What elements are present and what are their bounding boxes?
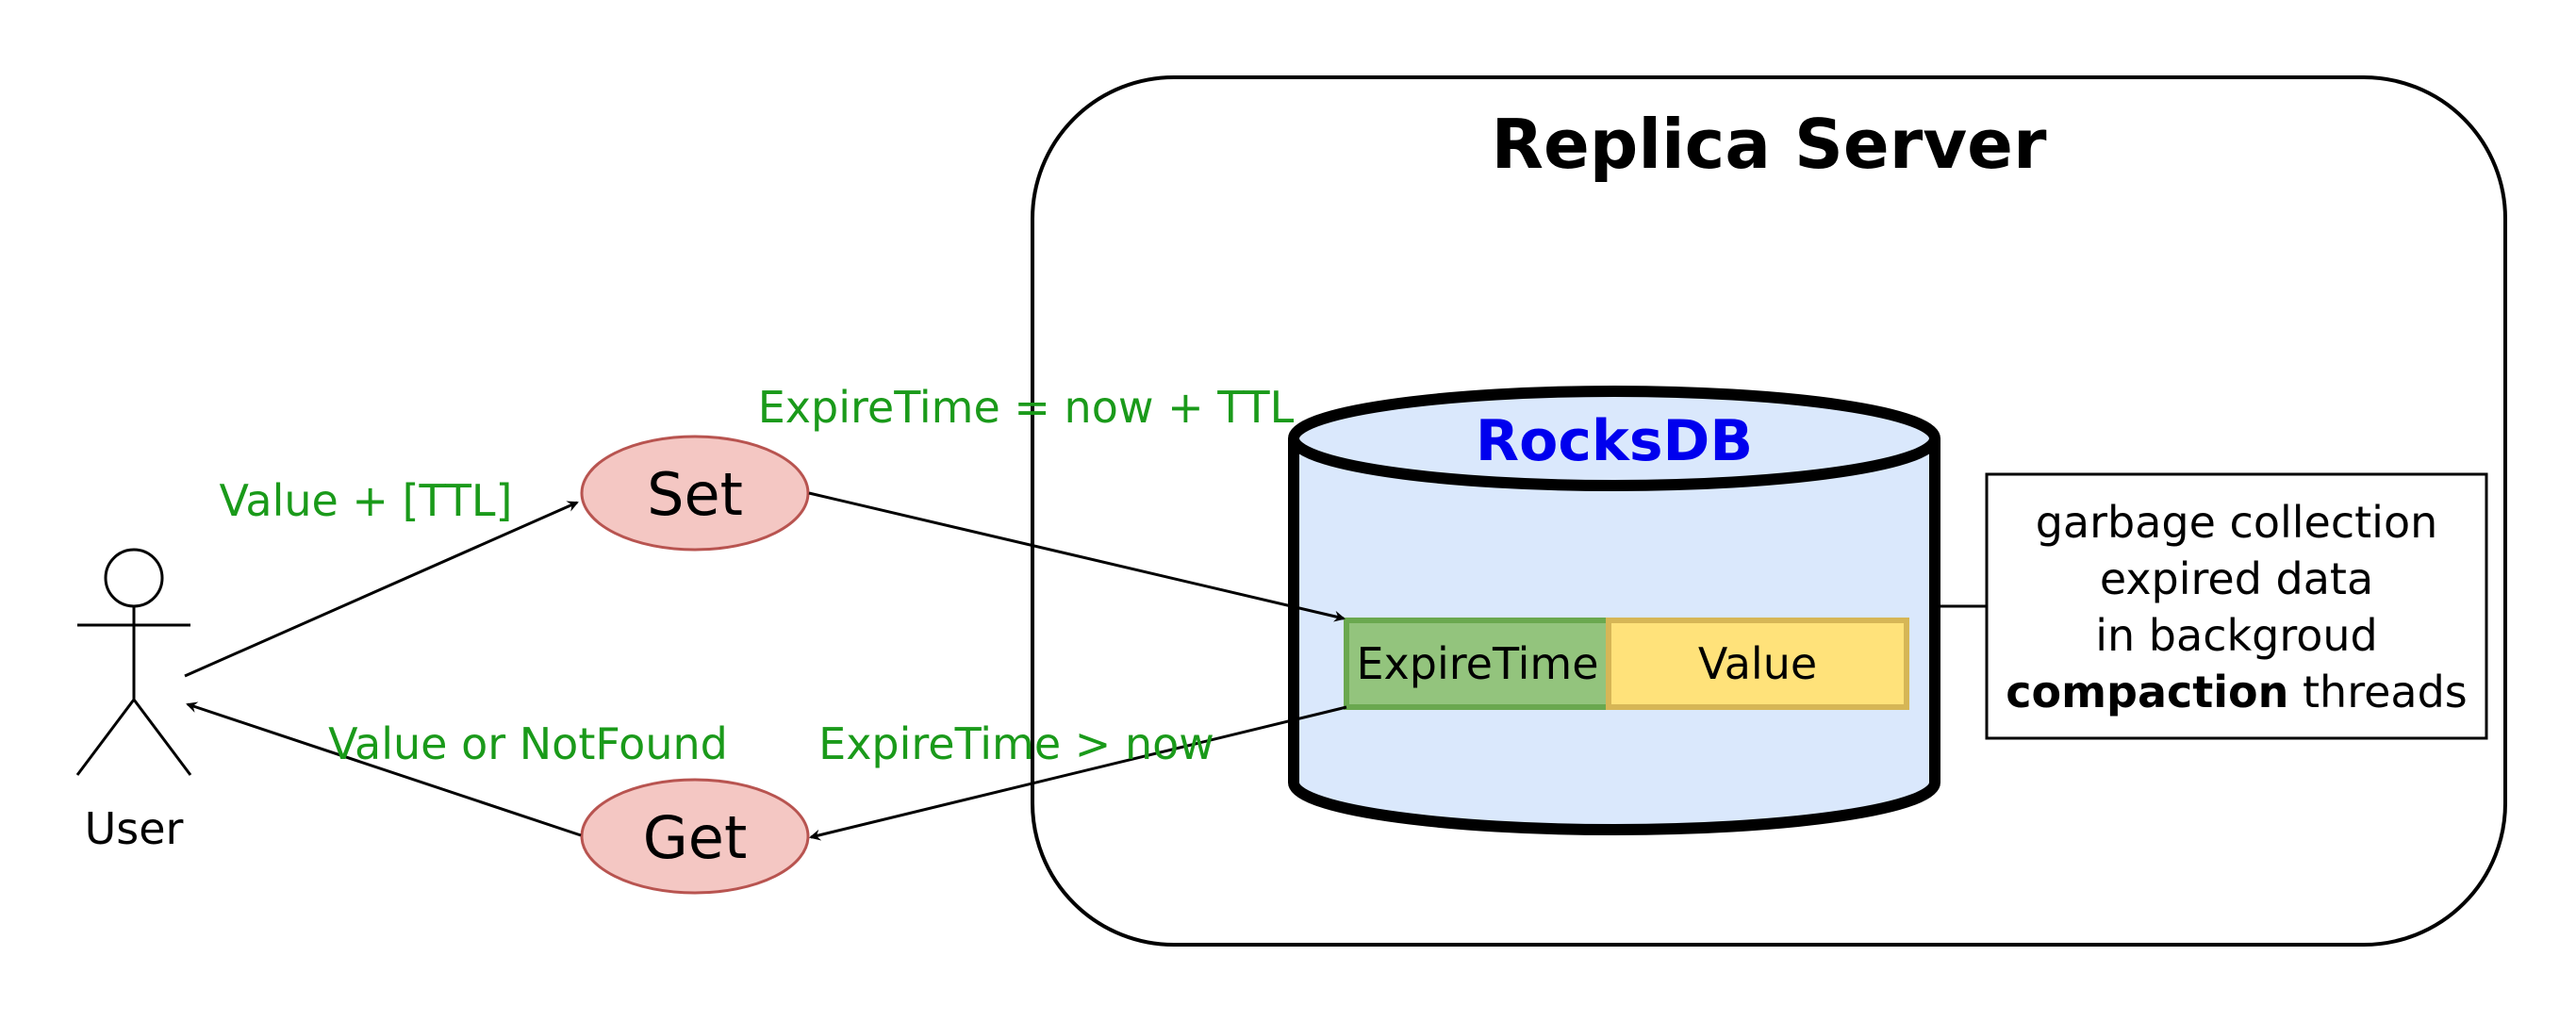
edge-db-to-get xyxy=(809,705,1347,841)
note-line-3: in backgroud xyxy=(2095,610,2377,661)
edge-label-set-to-db: ExpireTime = now + TTL xyxy=(758,382,1295,433)
edge-get-to-user xyxy=(186,701,582,837)
edge-user-to-set xyxy=(184,501,579,678)
note-line-4-rest: threads xyxy=(2288,667,2467,717)
edge-label-user-to-set: Value + [TTL] xyxy=(219,475,512,526)
note-line-4: compaction threads xyxy=(2006,667,2468,717)
record-value-label: Value xyxy=(1698,638,1817,689)
edge-label-db-to-get: ExpireTime > now xyxy=(818,718,1214,769)
record-value-cell xyxy=(1606,618,1909,710)
record-expiretime-label: ExpireTime xyxy=(1356,638,1598,689)
user-actor-icon xyxy=(75,548,192,776)
edge-set-to-db xyxy=(808,491,1346,622)
note-box xyxy=(1985,472,2488,740)
user-label: User xyxy=(85,803,184,854)
get-operation-label: Get xyxy=(643,803,748,872)
edge-label-get-to-user: Value or NotFound xyxy=(328,718,728,769)
note-line-4-bold: compaction xyxy=(2006,667,2288,717)
note-line-2: expired data xyxy=(2100,553,2373,604)
set-operation-node xyxy=(580,435,810,552)
replica-server-title: Replica Server xyxy=(1492,105,2047,184)
get-operation-node xyxy=(580,778,810,895)
rocksdb-title: RocksDB xyxy=(1476,408,1753,474)
rocksdb-cylinder-top xyxy=(1288,386,1940,491)
note-line-1: garbage collection xyxy=(2036,497,2438,548)
record-expiretime-cell xyxy=(1344,618,1611,710)
set-operation-label: Set xyxy=(647,460,743,529)
